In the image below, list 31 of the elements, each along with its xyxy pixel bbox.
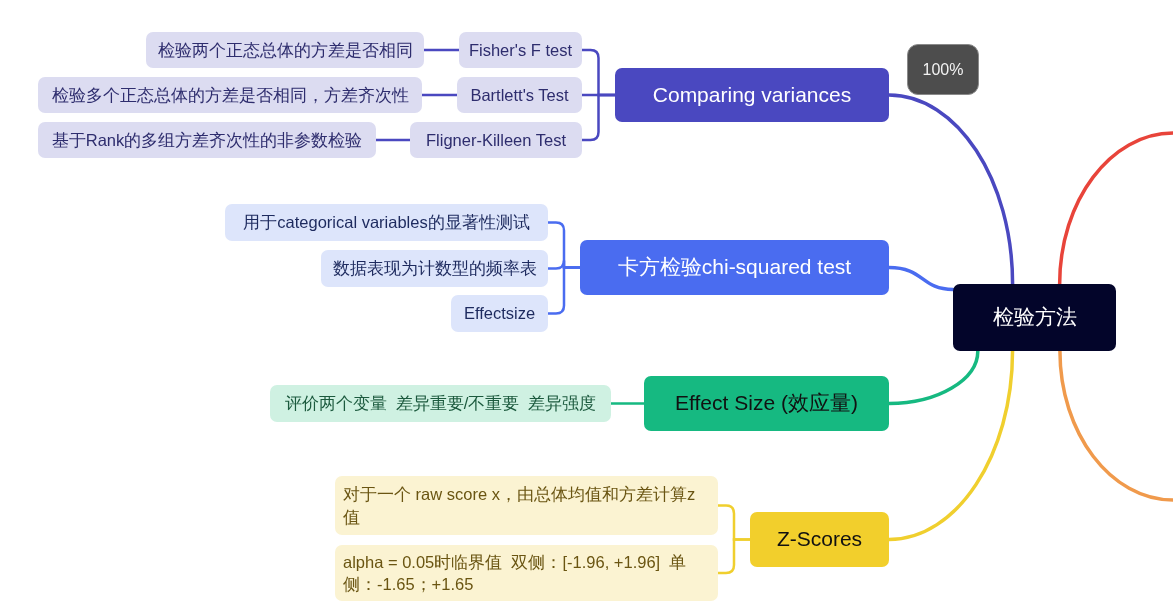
note-box: 评价两个变量 差异重要/不重要 差异强度 xyxy=(270,385,611,422)
subtopic-box: 数据表现为计数型的频率表 xyxy=(321,250,548,287)
central-topic-box: 检验方法 xyxy=(953,284,1116,351)
subtopic-box: Effectsize xyxy=(451,295,548,332)
branch-curve xyxy=(1058,349,1173,502)
topic-box: Effect Size (效应量) xyxy=(644,376,889,431)
note-box: 基于Rank的多组方差齐次性的非参数检验 xyxy=(38,122,376,158)
connector-line xyxy=(609,402,646,405)
subtopic-box: Fisher's F test xyxy=(459,32,582,68)
connector-line xyxy=(716,538,752,575)
subtopic-box: Fligner-Killeen Test xyxy=(410,122,582,158)
connector-line xyxy=(422,48,461,52)
connector-line xyxy=(374,138,412,142)
branch-curve xyxy=(887,349,980,406)
topic-box: Comparing variances xyxy=(615,68,889,122)
connector-line xyxy=(580,93,617,142)
subtopic-box: Bartlett's Test xyxy=(457,77,582,113)
topic-box: 卡方检验chi-squared test xyxy=(580,240,889,295)
note-box: 检验多个正态总体的方差是否相同，方差齐次性 xyxy=(38,77,422,113)
topic-box: Z-Scores xyxy=(750,512,889,567)
branch-curve xyxy=(1057,131,1173,286)
note-box: alpha = 0.05时临界值 双侧：[-1.96, +1.96] 单侧：-1.65；+1.65 xyxy=(335,545,718,601)
connector-line xyxy=(420,93,459,97)
connector-line xyxy=(546,266,582,315)
note-box: 检验两个正态总体的方差是否相同 xyxy=(146,32,424,68)
branch-curve xyxy=(887,265,955,292)
subtopic-box: 用于categorical variables的显著性测试 xyxy=(225,204,548,241)
branch-curve xyxy=(887,349,1015,542)
branch-curve xyxy=(887,93,1015,286)
percentage-badge: 100% xyxy=(907,44,979,95)
note-box: 对于一个 raw score x，由总体均值和方差计算z值 xyxy=(335,476,718,535)
